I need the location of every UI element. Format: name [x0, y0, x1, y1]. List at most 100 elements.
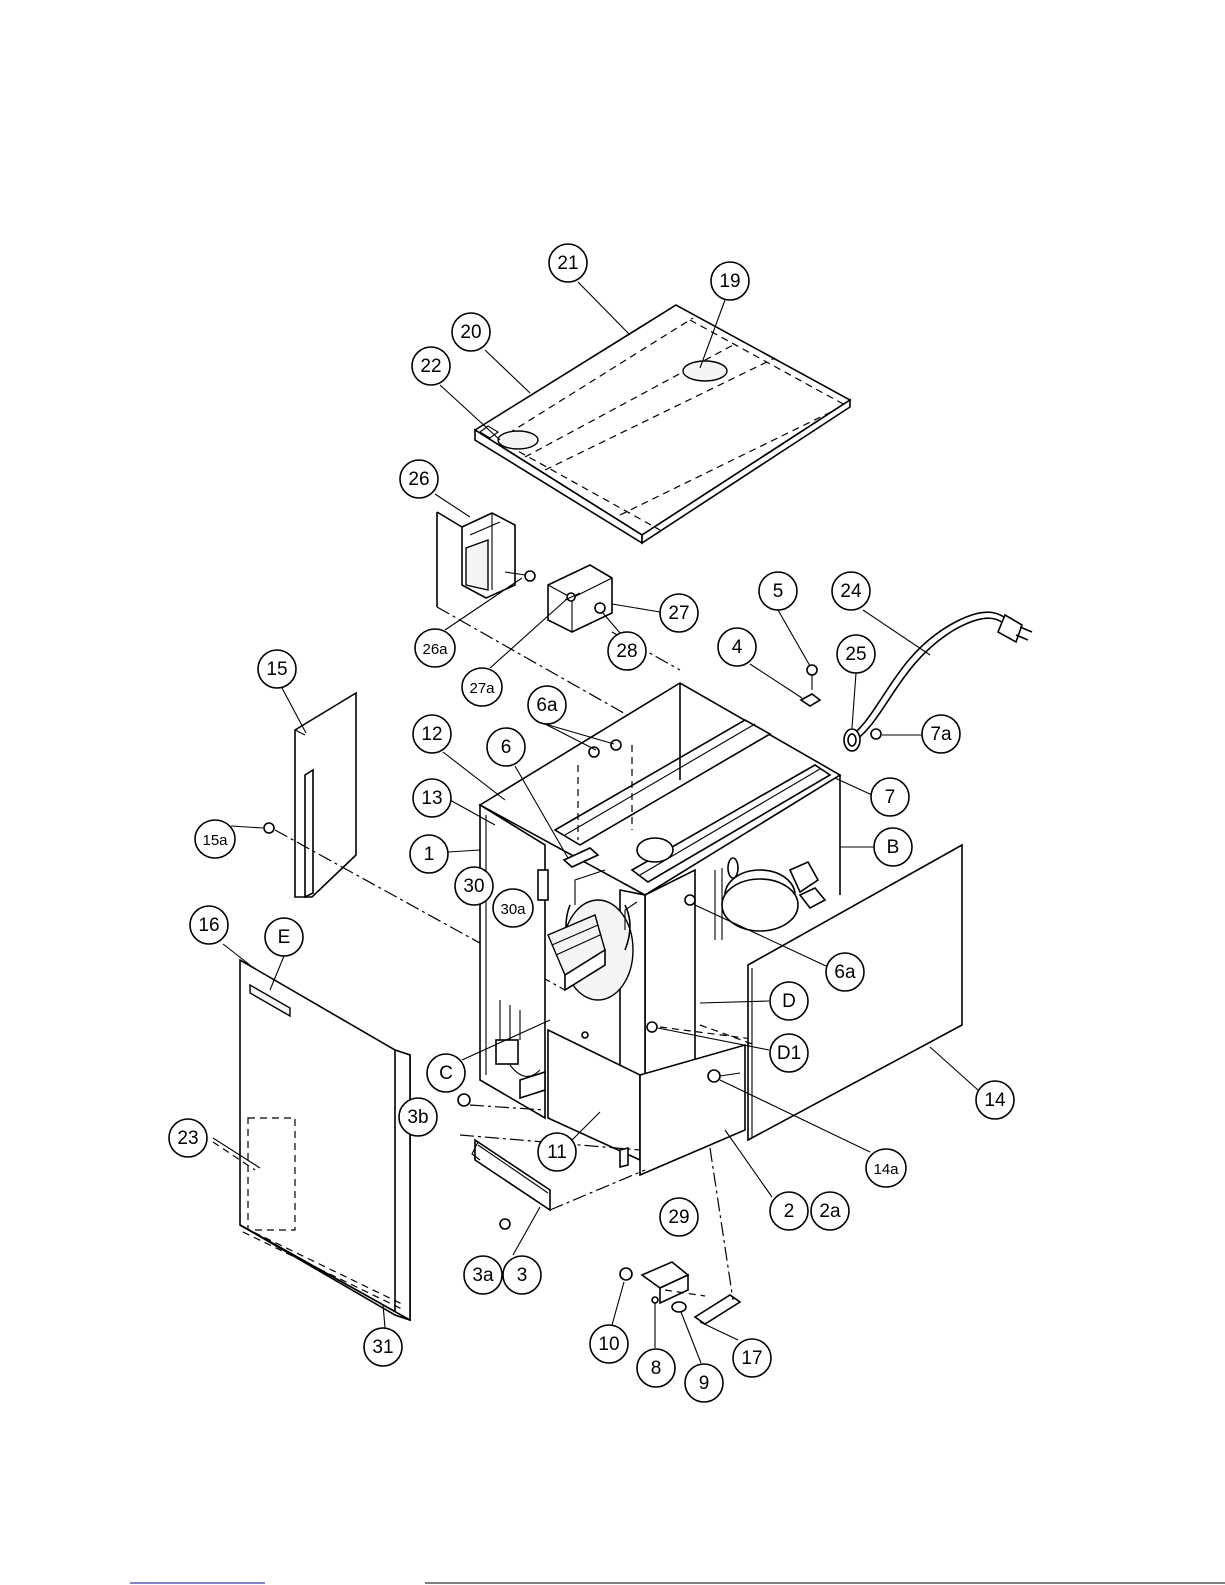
- callout-30: 30: [455, 867, 493, 905]
- callout-label: 13: [421, 788, 442, 809]
- callout-16: 16: [190, 906, 228, 944]
- callout-7: 7: [871, 778, 909, 816]
- callout-label: 15: [266, 659, 287, 680]
- callout-label: 14: [984, 1090, 1006, 1111]
- callout-label: 22: [420, 356, 441, 377]
- callout-label: E: [278, 927, 291, 948]
- callout-label: 3b: [407, 1107, 428, 1128]
- callout-8: 8: [637, 1349, 675, 1387]
- callout-4: 4: [718, 628, 756, 666]
- callout-label: 19: [719, 271, 740, 292]
- callout-label: 25: [845, 644, 866, 665]
- callout-label: 30: [463, 876, 484, 897]
- callout-label: 1: [424, 844, 435, 865]
- callout-3b: 3b: [399, 1098, 437, 1136]
- callout-label: 6: [501, 737, 512, 758]
- screw-10: [620, 1268, 632, 1280]
- lid-opening-22: [498, 431, 538, 449]
- callout-26a: 26a: [415, 629, 455, 667]
- callout-25: 25: [837, 635, 875, 673]
- callout-label: 3: [517, 1265, 528, 1286]
- front-door-16: [240, 960, 410, 1320]
- screw-15a: [264, 823, 274, 833]
- callout-9: 9: [685, 1364, 723, 1402]
- screw-3b: [458, 1094, 470, 1106]
- callout-label: 16: [198, 915, 219, 936]
- callout-26: 26: [400, 460, 438, 498]
- callout-label: 30a: [500, 901, 526, 918]
- callout-3: 3: [503, 1256, 541, 1294]
- callout-29: 29: [660, 1198, 698, 1236]
- callout-31: 31: [364, 1328, 402, 1366]
- top-panel-21: [475, 305, 850, 543]
- screw-8: [652, 1297, 658, 1303]
- callout-15a: 15a: [195, 820, 235, 858]
- callout-27: 27: [660, 594, 698, 632]
- callout-14: 14: [976, 1081, 1014, 1119]
- callout-10: 10: [590, 1325, 628, 1363]
- callout-6a: 6a: [528, 686, 566, 724]
- callout-E: E: [265, 918, 303, 956]
- callout-label: 7: [885, 787, 896, 808]
- callout-C: C: [427, 1054, 465, 1092]
- callout-13: 13: [413, 779, 451, 817]
- callout-1: 1: [410, 835, 448, 873]
- callout-7a: 7a: [922, 715, 960, 753]
- callout-12: 12: [413, 715, 451, 753]
- lid-opening-19: [683, 361, 727, 381]
- callout-label: 6a: [536, 695, 558, 716]
- callout-6: 6: [487, 728, 525, 766]
- callout-label: 7a: [930, 724, 952, 745]
- callout-label: 9: [699, 1373, 710, 1394]
- callout-label: 8: [651, 1358, 662, 1379]
- callout-label: 21: [557, 253, 578, 274]
- callout-B: B: [874, 828, 912, 866]
- callout-label: D1: [777, 1043, 801, 1064]
- transformer-26: [437, 512, 535, 607]
- callout-label: 2: [784, 1201, 795, 1222]
- callout-label: 17: [741, 1348, 762, 1369]
- screw-7a: [871, 729, 881, 739]
- callout-17: 17: [733, 1339, 771, 1377]
- callout-28: 28: [608, 632, 646, 670]
- callout-22: 22: [412, 347, 450, 385]
- callout-label: 2a: [819, 1201, 841, 1222]
- screw-6a-front: [685, 895, 695, 905]
- pin-9: [672, 1302, 686, 1312]
- callout-5: 5: [759, 572, 797, 610]
- callout-D: D: [770, 982, 808, 1020]
- callout-21: 21: [549, 244, 587, 282]
- callout-3a: 3a: [464, 1256, 502, 1294]
- callout-label: B: [887, 837, 900, 858]
- callout-label: 3a: [472, 1265, 494, 1286]
- callout-label: 29: [668, 1207, 689, 1228]
- callout-label: 5: [773, 581, 784, 602]
- screw-5: [807, 665, 817, 675]
- callout-15: 15: [258, 650, 296, 688]
- callout-24: 24: [832, 572, 870, 610]
- callout-23: 23: [169, 1119, 207, 1157]
- callout-27a: 27a: [462, 668, 502, 706]
- callout-label: 26: [408, 469, 429, 490]
- screw-6a-top-right: [611, 740, 621, 750]
- screw-26a: [525, 571, 535, 581]
- callout-14a: 14a: [866, 1149, 906, 1187]
- screw-D1: [647, 1022, 657, 1032]
- callout-label: 11: [547, 1142, 567, 1163]
- callout-label: 31: [372, 1337, 393, 1358]
- callout-30a: 30a: [493, 889, 533, 927]
- callout-D1: D1: [770, 1034, 808, 1072]
- clip-4: [801, 665, 820, 706]
- callout-label: 26a: [422, 641, 448, 658]
- callout-label: C: [439, 1063, 453, 1084]
- callout-label: 4: [732, 637, 743, 658]
- callout-19: 19: [711, 262, 749, 300]
- screw-3a: [500, 1219, 510, 1229]
- callout-label: 10: [598, 1334, 619, 1355]
- callout-6a: 6a: [826, 953, 864, 991]
- callout-label: 27a: [469, 680, 495, 697]
- callout-label: 23: [177, 1128, 198, 1149]
- callout-label: 15a: [202, 832, 228, 849]
- callout-label: 12: [421, 724, 442, 745]
